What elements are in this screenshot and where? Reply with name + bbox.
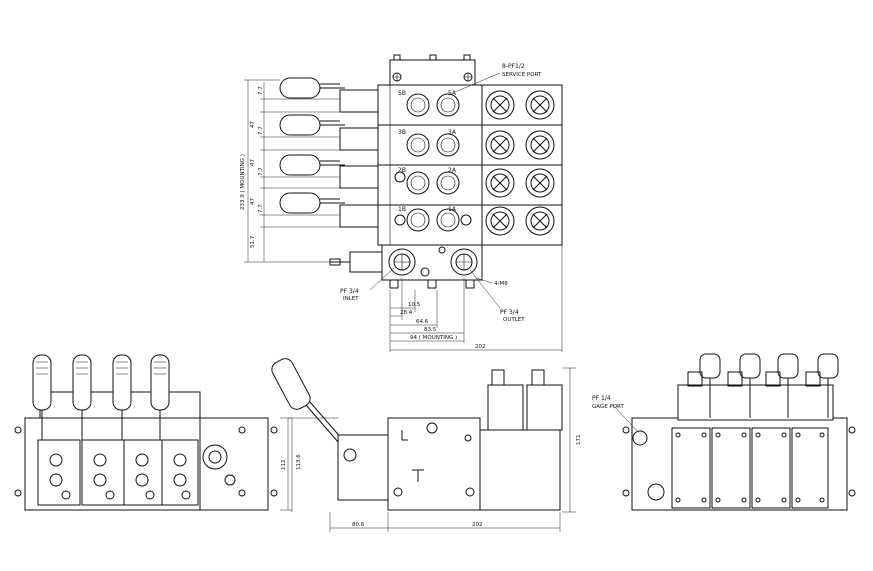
top-plate-bolts xyxy=(392,54,473,82)
top-view-vertical-dims xyxy=(244,79,340,263)
top-view: 5B 5A 3B 3A 2B 2A 1B 1A xyxy=(240,54,563,352)
port-label: 2B xyxy=(398,167,406,174)
manual-handles-top xyxy=(279,77,383,273)
inlet-spec: PF 3/4 xyxy=(340,288,359,295)
dim-label: 171 xyxy=(576,435,582,446)
inlet-caption: INLET xyxy=(343,296,359,302)
top-view-horizontal-dims xyxy=(389,245,563,352)
dim-label: 7.7 xyxy=(258,86,264,95)
dim-label: 233.9 ( MOUNTING ) xyxy=(240,154,246,210)
service-port-caption: SERVICE PORT xyxy=(502,72,542,78)
service-port-spec: 8-PF1/2 xyxy=(502,63,525,70)
port-label: 3B xyxy=(398,129,406,136)
dim-label: 112 xyxy=(281,460,287,471)
lever-knob xyxy=(279,114,321,136)
side-view: 113.6 171 80.6 202 xyxy=(271,358,582,532)
lever-housing xyxy=(339,89,379,113)
lever-knob xyxy=(279,192,321,214)
dim-label: 202 xyxy=(472,522,483,528)
front-sections xyxy=(37,439,199,506)
gage-port-spec: PF 1/4 xyxy=(592,395,611,402)
rear-sections xyxy=(671,427,829,509)
dim-label: 113.6 xyxy=(296,454,302,470)
dim-label: 64.6 xyxy=(416,319,429,325)
top-view-h-dim-labels: 10.5 28.4 64.6 83.5 94 ( MOUNTING ) 202 xyxy=(400,302,486,350)
handle-grip xyxy=(150,354,170,411)
front-view: 112 xyxy=(14,354,292,511)
side-solenoid-base xyxy=(479,429,561,511)
dim-label: 83.5 xyxy=(424,327,437,333)
side-valve-body xyxy=(387,417,481,511)
handle-grip xyxy=(112,354,132,411)
rear-body xyxy=(631,417,848,511)
dim-label: 28.4 xyxy=(400,310,413,316)
port-label: 1A xyxy=(448,206,457,213)
dim-label: 47 xyxy=(250,198,256,205)
section-dividers xyxy=(378,85,562,245)
dim-label: 7.7 xyxy=(258,204,264,213)
lever-housing xyxy=(339,165,379,189)
relief-valve-housing xyxy=(349,251,383,273)
rear-solenoids xyxy=(687,353,839,418)
solenoid-coils-top xyxy=(485,90,555,236)
handle-grip xyxy=(72,354,92,411)
dim-label: 47 xyxy=(250,159,256,166)
gage-port-caption: GAGE PORT xyxy=(592,404,624,410)
port-label: 2A xyxy=(448,167,457,174)
top-view-dim-labels: 7.7 7.7 7.7 7.7 47 47 47 51.7 233.9 ( MO… xyxy=(240,86,264,248)
outlet-spec: PF 3/4 xyxy=(500,309,519,316)
front-end-cap xyxy=(14,426,278,497)
lever-housing xyxy=(339,204,379,228)
port-labels: 5B 5A 3B 3A 2B 2A 1B 1A xyxy=(398,90,457,213)
side-solenoid-coil xyxy=(526,384,563,431)
mount-bolts-spec: 4-M8 xyxy=(494,281,508,287)
lever-knob xyxy=(279,154,321,176)
dim-label: 47 xyxy=(250,121,256,128)
lever-housing xyxy=(339,127,379,151)
front-handles xyxy=(32,354,170,440)
handle-grip xyxy=(32,354,52,411)
rear-top-block xyxy=(677,384,834,421)
lever-knob xyxy=(279,77,321,99)
gage-port xyxy=(632,430,648,446)
outlet-caption: OUTLET xyxy=(503,317,525,323)
top-mount-plate xyxy=(389,59,476,86)
dim-label: 10.5 xyxy=(408,302,421,308)
inlet-outlet-ports xyxy=(388,246,478,289)
top-view-callouts: 8-PF1/2 SERVICE PORT PF 3/4 INLET PF 3/4… xyxy=(340,63,542,323)
side-solenoid-coil xyxy=(487,384,524,431)
port-label: 5A xyxy=(448,90,457,97)
service-ports xyxy=(394,93,472,232)
side-lever-housing xyxy=(337,434,389,501)
dim-label: 7.7 xyxy=(258,167,264,176)
dim-label: 51.7 xyxy=(250,235,256,248)
side-lever-grip xyxy=(271,358,311,410)
port-label: 3A xyxy=(448,129,457,136)
port-label: 5B xyxy=(398,90,406,97)
dim-label: 94 ( MOUNTING ) xyxy=(410,335,457,341)
dim-label: 80.6 xyxy=(352,522,365,528)
dim-label: 7.7 xyxy=(258,126,264,135)
dim-label: 202 xyxy=(475,344,486,350)
port-label: 1B xyxy=(398,206,406,213)
rear-view: PF 1/4 GAGE PORT xyxy=(592,353,856,511)
